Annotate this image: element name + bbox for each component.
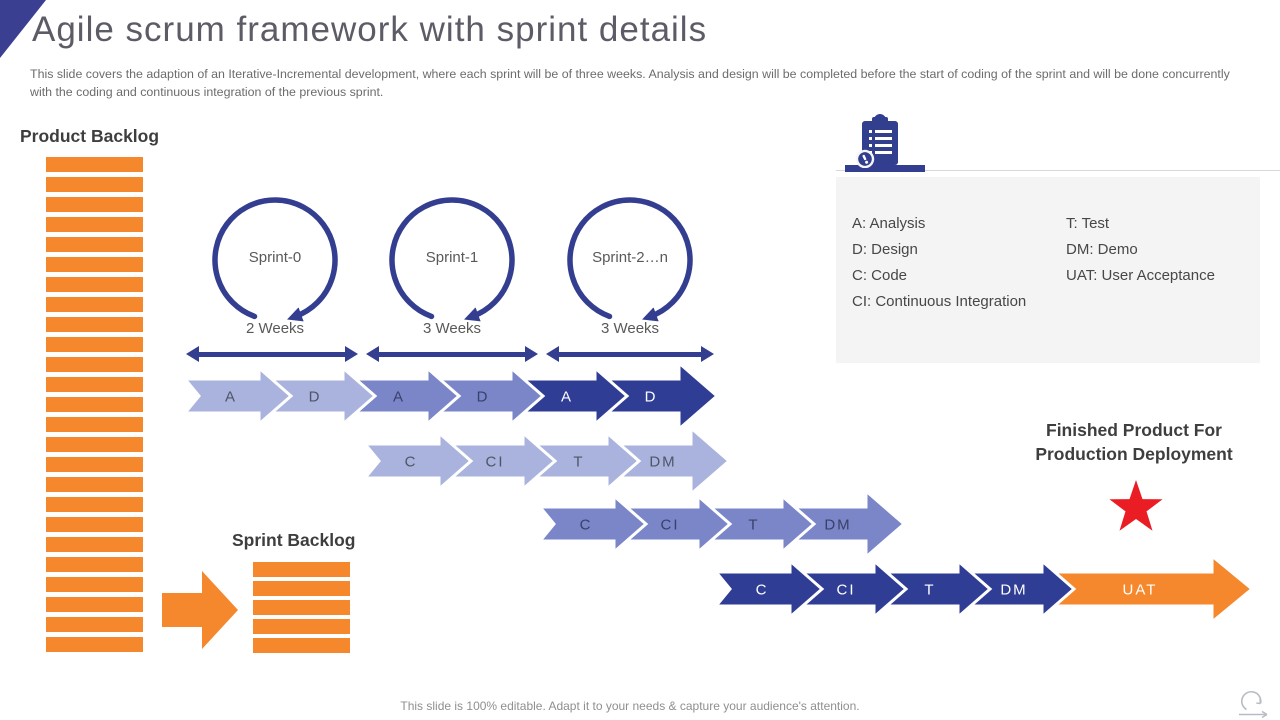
svg-text:D: D bbox=[309, 389, 322, 406]
product-backlog-bar bbox=[46, 297, 143, 312]
product-backlog-bar bbox=[46, 177, 143, 192]
product-backlog-bar bbox=[46, 637, 143, 652]
sprint-backlog-label: Sprint Backlog bbox=[232, 530, 356, 550]
legend-entry: D: Design bbox=[852, 241, 918, 258]
svg-text:DM: DM bbox=[649, 454, 676, 471]
product-backlog-label: Product Backlog bbox=[20, 126, 160, 146]
svg-text:CI: CI bbox=[837, 582, 856, 599]
svg-text:T: T bbox=[924, 582, 935, 599]
sprint-name: Sprint-2…n bbox=[592, 249, 668, 266]
product-backlog-bar bbox=[46, 237, 143, 252]
clipboard-icon bbox=[852, 114, 908, 173]
scrum-loop-icon bbox=[1236, 688, 1274, 720]
product-backlog-bar bbox=[46, 277, 143, 292]
product-backlog-bar bbox=[46, 477, 143, 492]
cycle-arrow-icon bbox=[389, 197, 515, 322]
legend-accent-tab bbox=[845, 165, 925, 172]
product-backlog-bar bbox=[46, 357, 143, 372]
svg-text:CI: CI bbox=[486, 454, 505, 471]
product-backlog-bar bbox=[46, 377, 143, 392]
product-backlog-bar bbox=[46, 617, 143, 632]
sprint-cycle: Sprint-1 3 Weeks bbox=[377, 194, 527, 344]
product-backlog-bar bbox=[46, 537, 143, 552]
cycle-arrow-icon bbox=[212, 197, 338, 322]
star-icon bbox=[1106, 478, 1166, 539]
finished-product-line1: Finished Product For bbox=[1046, 420, 1222, 440]
product-backlog-bar bbox=[46, 197, 143, 212]
legend-entry: C: Code bbox=[852, 267, 908, 284]
svg-text:DM: DM bbox=[1000, 582, 1027, 599]
phase-arrow-row: C CI T DM bbox=[365, 426, 731, 496]
sprint-backlog-bar bbox=[253, 581, 350, 596]
product-backlog-bar bbox=[46, 157, 143, 172]
finished-product-label: Finished Product For Production Deployme… bbox=[994, 419, 1274, 466]
backlog-feed-arrow bbox=[162, 571, 238, 649]
product-backlog-bar bbox=[46, 497, 143, 512]
svg-text:CI: CI bbox=[661, 517, 680, 534]
product-backlog-bar bbox=[46, 417, 143, 432]
svg-text:D: D bbox=[477, 389, 490, 406]
slide-title: Agile scrum framework with sprint detail… bbox=[32, 10, 708, 49]
finished-product-line2: Production Deployment bbox=[1035, 443, 1233, 464]
product-backlog-bar bbox=[46, 517, 143, 532]
legend-entry: CI: Continuous Integration bbox=[852, 293, 1027, 310]
svg-text:DM: DM bbox=[824, 517, 851, 534]
product-backlog-bar bbox=[46, 257, 143, 272]
sprint-duration: 3 Weeks bbox=[600, 320, 660, 337]
svg-text:A: A bbox=[225, 389, 237, 406]
legend-entry: T: Test bbox=[1066, 215, 1110, 232]
legend-entry: UAT: User Acceptance bbox=[1066, 267, 1215, 284]
sprint-name: Sprint-1 bbox=[425, 249, 479, 266]
sprint-cycle: Sprint-0 2 Weeks bbox=[200, 194, 350, 344]
product-backlog-bar bbox=[46, 557, 143, 572]
week-span-arrow bbox=[186, 346, 358, 362]
product-backlog-stack bbox=[46, 157, 143, 652]
week-span-arrow bbox=[546, 346, 714, 362]
sprint-cycle: Sprint-2…n 3 Weeks bbox=[555, 194, 705, 344]
sprint-duration: 2 Weeks bbox=[245, 320, 305, 337]
product-backlog-bar bbox=[46, 337, 143, 352]
svg-text:T: T bbox=[573, 454, 584, 471]
product-backlog-bar bbox=[46, 397, 143, 412]
legend-divider-line bbox=[836, 170, 1280, 171]
product-backlog-bar bbox=[46, 317, 143, 332]
week-span-arrow bbox=[366, 346, 538, 362]
cycle-arrow-icon bbox=[567, 197, 693, 322]
sprint-backlog-bar bbox=[253, 600, 350, 615]
sprint-backlog-bar bbox=[253, 562, 350, 577]
legend-entry: DM: Demo bbox=[1066, 241, 1138, 258]
svg-text:C: C bbox=[405, 454, 418, 471]
product-backlog-bar bbox=[46, 457, 143, 472]
sprint-duration: 3 Weeks bbox=[422, 320, 482, 337]
product-backlog-bar bbox=[46, 577, 143, 592]
sprint-name: Sprint-0 bbox=[248, 249, 302, 266]
svg-text:T: T bbox=[748, 517, 759, 534]
product-backlog-bar bbox=[46, 217, 143, 232]
svg-text:A: A bbox=[393, 389, 405, 406]
legend-entry: A: Analysis bbox=[852, 215, 926, 232]
phase-arrow-row: C CI T DM bbox=[540, 489, 906, 559]
footer-note: This slide is 100% editable. Adapt it to… bbox=[400, 699, 860, 713]
svg-text:A: A bbox=[561, 389, 573, 406]
sprint-backlog-bar bbox=[253, 619, 350, 634]
sprint-backlog-stack bbox=[253, 562, 350, 653]
slide-subtitle: This slide covers the adaption of an Ite… bbox=[30, 67, 1230, 99]
svg-text:UAT: UAT bbox=[1123, 582, 1158, 599]
product-backlog-bar bbox=[46, 597, 143, 612]
svg-text:D: D bbox=[645, 389, 658, 406]
phase-arrow-row: C CI T DM UAT bbox=[716, 554, 1254, 624]
svg-text:C: C bbox=[580, 517, 593, 534]
product-backlog-bar bbox=[46, 437, 143, 452]
sprint-backlog-bar bbox=[253, 638, 350, 653]
svg-text:C: C bbox=[756, 582, 769, 599]
